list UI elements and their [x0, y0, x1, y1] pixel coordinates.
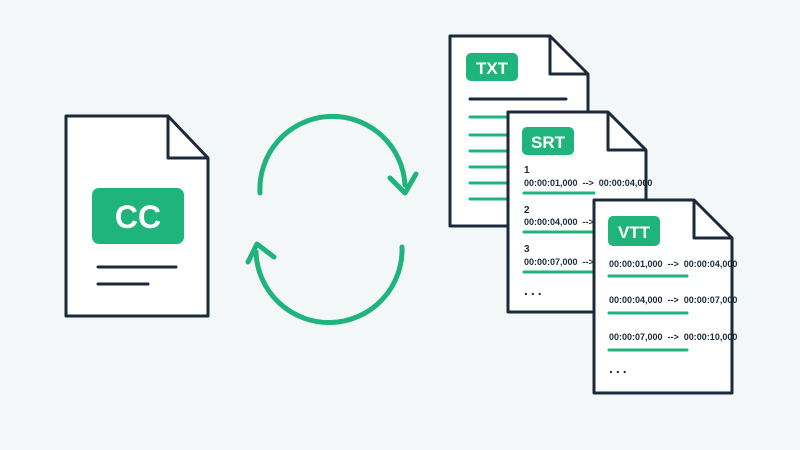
- srt-entry-1-index: 1: [524, 165, 530, 176]
- vtt-more-ellipsis: ...: [609, 360, 630, 376]
- srt-entry-3-timestamp: 00:00:07,000 --> 00:00:10,000: [524, 257, 652, 267]
- srt-badge-label: SRT: [531, 133, 566, 152]
- vtt-badge: [608, 216, 660, 246]
- srt-more-ellipsis: ...: [524, 282, 545, 298]
- txt-badge: [466, 53, 518, 81]
- cc-badge: [92, 188, 184, 244]
- source-file-fold: [166, 116, 208, 160]
- sync-arrows-icon: [245, 113, 419, 326]
- sync-arrow-top: [257, 113, 408, 196]
- srt-entry-1-timestamp: 00:00:01,000 --> 00:00:04,000: [524, 178, 652, 188]
- vtt-badge-label: VTT: [618, 223, 651, 242]
- srt-entry-2-index: 2: [524, 205, 530, 216]
- srt-file-fold: [606, 112, 646, 152]
- vtt-entry-1-timestamp: 00:00:01,000 --> 00:00:04,000: [609, 259, 737, 269]
- sync-arrowhead-bottom: [245, 241, 277, 265]
- vtt-file: VTT 00:00:01,000 --> 00:00:04,000 00:00:…: [592, 198, 737, 395]
- sync-arrow-bottom: [253, 244, 405, 326]
- vtt-entry-2-timestamp: 00:00:04,000 --> 00:00:07,000: [609, 295, 737, 305]
- srt-entry-3-index: 3: [524, 244, 530, 255]
- txt-file-fold: [548, 36, 588, 76]
- srt-badge: [522, 127, 574, 155]
- srt-entry-2-timestamp: 00:00:04,000 --> 00:00:07,000: [524, 217, 652, 227]
- source-cc-file: CC: [64, 114, 210, 318]
- vtt-file-outline: [592, 198, 734, 395]
- txt-badge-label: TXT: [476, 59, 509, 78]
- vtt-file-fold: [692, 200, 732, 240]
- cc-badge-label: CC: [115, 199, 161, 235]
- sync-arrowhead-top: [387, 171, 419, 196]
- vtt-entry-3-timestamp: 00:00:07,000 --> 00:00:10,000: [609, 332, 737, 342]
